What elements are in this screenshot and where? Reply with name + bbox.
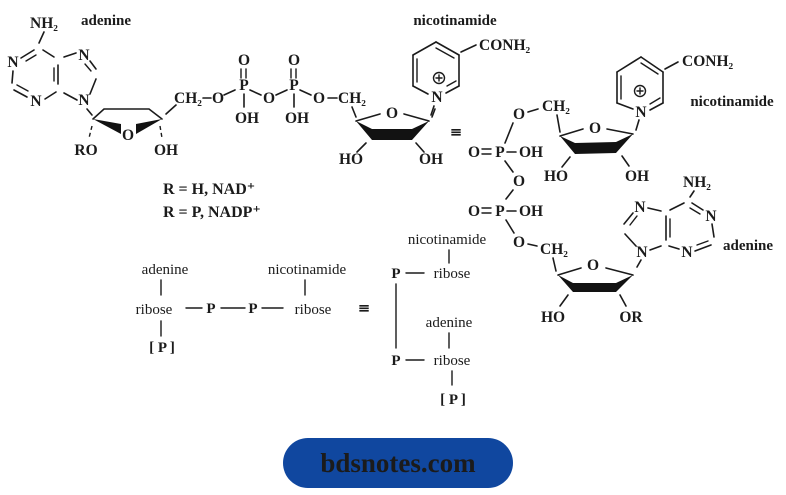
r-o-top: O xyxy=(513,106,525,123)
ribose4-o-label: O xyxy=(587,257,599,274)
n3-label: N xyxy=(30,93,41,110)
r-group-legend: R = H, NAD⁺ R = P, NADP⁺ xyxy=(163,181,261,221)
schem1-ribose-right: ribose xyxy=(295,302,332,318)
ribose4-ho-label: HO xyxy=(541,309,565,326)
n7-label: N xyxy=(78,47,89,64)
nicotinamide-label-right: nicotinamide xyxy=(690,94,774,110)
n9-label: N xyxy=(78,92,89,109)
schem2-ribose1: ribose xyxy=(434,266,471,282)
middle-ribose-ring: O HO OH xyxy=(339,105,443,168)
rp2-label: P xyxy=(495,203,505,220)
r-ch2-bottom: CH₂ xyxy=(540,241,568,258)
right-adenine-ring: NH₂ N N N N adenine xyxy=(623,174,773,268)
schem1-bracketed-p: [ P ] xyxy=(149,340,175,356)
ribose3-oh-label: OH xyxy=(625,168,649,185)
adenine-label-left: adenine xyxy=(81,13,131,29)
or-label: OR xyxy=(619,309,643,326)
schem1-nicotinamide: nicotinamide xyxy=(268,262,347,278)
legend-nad: R = H, NAD⁺ xyxy=(163,181,255,198)
pyrophosphate-bridge: CH₂ O P O OH O P O OH O CH₂ xyxy=(174,52,366,127)
nh2-label: NH₂ xyxy=(30,15,58,32)
ribose3-ho-label: HO xyxy=(544,168,568,185)
ro-label: RO xyxy=(74,142,97,159)
schem2-p1: P xyxy=(391,266,400,282)
nic2-n-label: N xyxy=(635,104,646,121)
r-o-bridge: O xyxy=(513,173,525,190)
ch2-label-2: CH₂ xyxy=(338,90,366,107)
ribose2-ho-label: HO xyxy=(339,151,363,168)
n1-label: N xyxy=(7,54,18,71)
p2-label: P xyxy=(289,77,299,94)
right-nicotinamide-ring: N CONH₂ nicotinamide xyxy=(616,53,774,121)
ch2-label-1: CH₂ xyxy=(174,90,202,107)
schem2-p2: P xyxy=(391,353,400,369)
bottom-right-ribose-ring: O HO OR xyxy=(541,257,643,326)
right-adenine-bonds xyxy=(623,202,715,268)
conh2-label-1: CONH₂ xyxy=(479,37,531,54)
o-bridge: O xyxy=(263,90,275,107)
o-ester-2: O xyxy=(313,90,325,107)
badge-pill[interactable] xyxy=(283,438,513,488)
ribose2-o-label: O xyxy=(386,105,398,122)
r-ch2-top: CH₂ xyxy=(542,98,570,115)
r-n3-label: N xyxy=(681,244,692,261)
equivalence-sign-2: ≡ xyxy=(358,299,371,317)
schem1-adenine: adenine xyxy=(142,262,189,278)
schem2-ribose2: ribose xyxy=(434,353,471,369)
upper-right-ribose-ring: O HO OH xyxy=(544,114,649,185)
rp1-oh: OH xyxy=(519,144,543,161)
schem2-adenine: adenine xyxy=(426,315,473,331)
legend-nadp: R = P, NADP⁺ xyxy=(163,204,261,221)
conh2-label-2: CONH₂ xyxy=(682,53,734,70)
adenine-label-right: adenine xyxy=(723,238,773,254)
equivalence-sign-1: ≡ xyxy=(450,123,463,141)
left-adenine-ring: NH₂ adenine N N N N xyxy=(7,13,131,116)
p2-double-o: O xyxy=(288,52,300,69)
left-nicotinamide-ring: nicotinamide N CONH₂ xyxy=(412,13,531,116)
r-n7-label: N xyxy=(634,199,645,216)
ribose1-oh-label: OH xyxy=(154,142,178,159)
plus-charge-circle-1 xyxy=(432,71,446,85)
ribose2-oh-label: OH xyxy=(419,151,443,168)
p1-double-o: O xyxy=(238,52,250,69)
schem1-p1: P xyxy=(206,301,215,317)
bdsnotes-badge[interactable]: bdsnotes.com xyxy=(283,438,513,488)
r-n1-label: N xyxy=(705,208,716,225)
o-ester-1: O xyxy=(212,90,224,107)
schem2-bracketed-p: [ P ] xyxy=(440,392,466,408)
left-ribose-ring: O RO OH xyxy=(74,104,178,159)
ribose3-o-label: O xyxy=(589,120,601,137)
p1-oh: OH xyxy=(235,110,259,127)
r-nh2-label: NH₂ xyxy=(683,174,711,191)
schem1-p2: P xyxy=(248,301,257,317)
rp2-double-o: O xyxy=(468,203,480,220)
schematic-middle: nicotinamide P ribose adenine P ribose [… xyxy=(391,232,486,408)
rp1-double-o: O xyxy=(468,144,480,161)
rp2-oh: OH xyxy=(519,203,543,220)
p1-label: P xyxy=(239,77,249,94)
rp1-label: P xyxy=(495,144,505,161)
nic1-n-label: N xyxy=(431,89,442,106)
schem2-nicotinamide: nicotinamide xyxy=(408,232,487,248)
badge-text[interactable]: bdsnotes.com xyxy=(320,448,476,478)
left-adenine-bonds xyxy=(11,31,97,116)
p2-oh: OH xyxy=(285,110,309,127)
right-phosphate-chain: O CH₂ O P OH O O P OH O CH₂ xyxy=(468,98,570,258)
schematic-left: adenine ribose P P ribose nicotinamide [… xyxy=(136,262,371,356)
r-n9-label: N xyxy=(636,244,647,261)
schem1-ribose-left: ribose xyxy=(136,302,173,318)
nicotinamide-label-top: nicotinamide xyxy=(413,13,497,29)
r-o-bottom: O xyxy=(513,234,525,251)
ribose1-o-label: O xyxy=(122,127,134,144)
plus-charge-circle-2 xyxy=(633,84,647,98)
